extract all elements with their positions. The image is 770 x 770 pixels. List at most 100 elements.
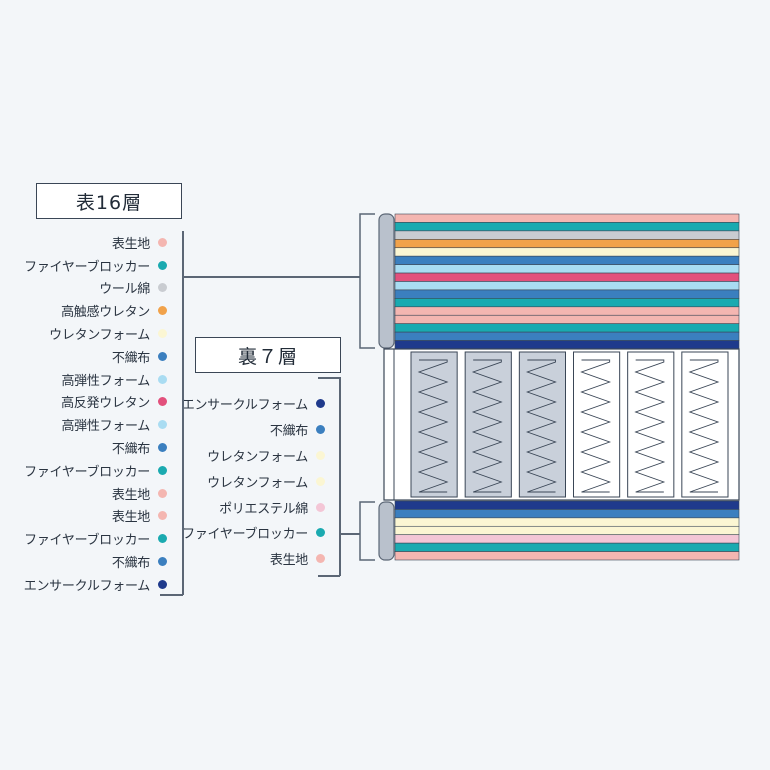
layer-color-dot bbox=[158, 306, 167, 316]
bottom-layer-item: 表生地 bbox=[170, 546, 340, 572]
spring-coil bbox=[525, 359, 557, 493]
layer-color-dot bbox=[158, 488, 167, 498]
top-layer-band bbox=[394, 247, 740, 257]
spring-pocket bbox=[410, 351, 458, 498]
top-layer-band bbox=[394, 255, 740, 265]
bottom-layer-stack bbox=[394, 500, 740, 561]
layer-color-dot bbox=[316, 476, 325, 486]
top-layer-item: エンサークルフォーム bbox=[10, 573, 182, 596]
spring-coil bbox=[471, 359, 503, 493]
top-list-bracket-foot bbox=[160, 594, 183, 596]
layer-label: 表生地 bbox=[111, 236, 150, 252]
top-edge-cap bbox=[378, 213, 395, 349]
top-layer-item: 表生地 bbox=[10, 231, 182, 254]
layer-color-dot bbox=[316, 554, 325, 564]
layer-label: 高弾性フォーム bbox=[61, 419, 150, 435]
bottom-layer-band bbox=[394, 509, 740, 519]
top-layer-band bbox=[394, 340, 740, 350]
top-list-bracket bbox=[182, 231, 184, 595]
layer-label: ウレタンフォーム bbox=[49, 328, 150, 344]
layer-label: ウール綿 bbox=[99, 282, 150, 298]
top-layer-item: 高反発ウレタン bbox=[10, 391, 182, 414]
top-layer-item: 不織布 bbox=[10, 550, 182, 573]
bottom-layer-item: ポリエステル綿 bbox=[170, 494, 340, 520]
bottom-layers-bracket bbox=[359, 501, 375, 561]
bottom-layer-item: ウレタンフォーム bbox=[170, 468, 340, 494]
bottom-layer-band bbox=[394, 517, 740, 527]
top-layer-band bbox=[394, 289, 740, 299]
top-layer-band bbox=[394, 323, 740, 333]
bottom-connector-line bbox=[339, 533, 360, 535]
layer-label: 不織布 bbox=[269, 424, 308, 440]
bottom-layer-item: 不織布 bbox=[170, 417, 340, 443]
layer-label: 高反発ウレタン bbox=[61, 396, 150, 412]
layer-label: ポリエステル綿 bbox=[219, 501, 308, 517]
top-layer-band bbox=[394, 306, 740, 316]
layer-color-dot bbox=[158, 534, 167, 544]
layer-color-dot bbox=[316, 425, 325, 435]
layer-color-dot bbox=[158, 397, 167, 407]
bottom-layer-band bbox=[394, 534, 740, 544]
bottom-list-bracket-foot bbox=[318, 575, 340, 577]
spring-coil bbox=[417, 359, 449, 493]
bottom-layer-band bbox=[394, 525, 740, 536]
layer-color-dot bbox=[316, 528, 325, 538]
layer-label: ファイヤーブロッカー bbox=[24, 259, 150, 275]
layer-color-dot bbox=[316, 399, 325, 409]
top-layer-item: 不織布 bbox=[10, 436, 182, 459]
layer-label: 表生地 bbox=[111, 510, 150, 526]
bottom-section-title: 裏７層 bbox=[195, 337, 341, 373]
top-layer-item: 不織布 bbox=[10, 345, 182, 368]
layer-label: エンサークルフォーム bbox=[181, 398, 309, 414]
top-layer-band bbox=[394, 331, 740, 341]
bottom-layer-item: ファイヤーブロッカー bbox=[170, 520, 340, 546]
bottom-list-bracket-head bbox=[318, 377, 340, 379]
layer-color-dot bbox=[158, 443, 167, 453]
layer-label: 表生地 bbox=[111, 487, 150, 503]
top-layer-band bbox=[394, 281, 740, 291]
layer-label: 不織布 bbox=[111, 350, 150, 366]
top-layer-item: 高弾性フォーム bbox=[10, 368, 182, 391]
top-layer-band bbox=[394, 213, 740, 223]
top-layer-stack bbox=[394, 213, 740, 350]
top-layer-item: 高弾性フォーム bbox=[10, 413, 182, 436]
layer-color-dot bbox=[158, 237, 167, 247]
top-layer-item: ウール綿 bbox=[10, 277, 182, 300]
bottom-layer-item: ウレタンフォーム bbox=[170, 443, 340, 469]
spring-units bbox=[410, 351, 729, 498]
spring-pocket bbox=[573, 351, 621, 498]
top-layer-item: 表生地 bbox=[10, 482, 182, 505]
spring-coil bbox=[580, 359, 612, 493]
top-layer-band bbox=[394, 230, 740, 240]
spring-pocket bbox=[681, 351, 729, 498]
top-layer-item: 高触感ウレタン bbox=[10, 299, 182, 322]
bottom-layer-list: エンサークルフォーム不織布ウレタンフォームウレタンフォームポリエステル綿ファイヤ… bbox=[170, 391, 340, 572]
layer-label: ファイヤーブロッカー bbox=[24, 533, 150, 549]
layer-label: ウレタンフォーム bbox=[207, 475, 308, 491]
layer-label: エンサークルフォーム bbox=[23, 578, 151, 594]
layer-label: 不織布 bbox=[111, 556, 150, 572]
bottom-layer-item: エンサークルフォーム bbox=[170, 391, 340, 417]
layer-label: ウレタンフォーム bbox=[207, 449, 308, 465]
top-layer-item: ファイヤーブロッカー bbox=[10, 459, 182, 482]
top-layers-bracket bbox=[359, 213, 375, 349]
spring-pocket bbox=[464, 351, 512, 498]
layer-color-dot bbox=[316, 502, 325, 512]
bottom-list-bracket bbox=[339, 377, 341, 576]
layer-color-dot bbox=[158, 351, 167, 361]
spring-coil bbox=[688, 359, 720, 493]
top-layer-list: 表生地ファイヤーブロッカーウール綿高触感ウレタンウレタンフォーム不織布高弾性フォ… bbox=[10, 231, 182, 596]
bottom-edge-cap bbox=[378, 501, 395, 561]
top-layer-band bbox=[394, 264, 740, 274]
layer-label: 高触感ウレタン bbox=[61, 305, 150, 321]
layer-color-dot bbox=[158, 374, 167, 384]
spring-coil bbox=[634, 359, 666, 493]
layer-label: 高弾性フォーム bbox=[61, 373, 150, 389]
top-section-title: 表16層 bbox=[36, 183, 182, 219]
layer-color-dot bbox=[158, 420, 167, 430]
top-layer-item: 表生地 bbox=[10, 505, 182, 528]
top-layer-item: ファイヤーブロッカー bbox=[10, 527, 182, 550]
spring-pocket bbox=[627, 351, 675, 498]
layer-color-dot bbox=[158, 260, 167, 270]
